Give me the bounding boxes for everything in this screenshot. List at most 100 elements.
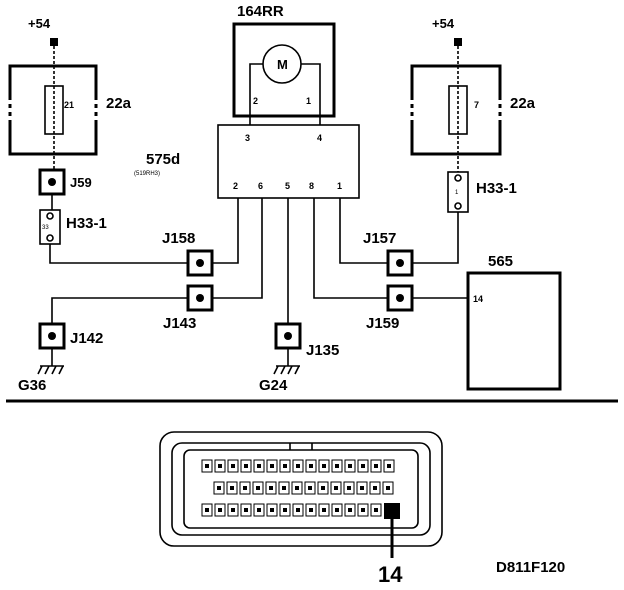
fuse-box-right-label: 22a [510, 95, 536, 112]
module-top-pin-1: 3 [245, 133, 250, 143]
dlc-pin-mark [256, 486, 260, 490]
dlc-pin-mark [270, 464, 274, 468]
module-bottom-pin-5: 1 [337, 181, 342, 191]
joint-j135-label: J135 [306, 342, 339, 359]
connector-left-label: H33-1 [66, 215, 107, 232]
module-bottom-pin-2: 6 [258, 181, 263, 191]
joint-j157: J157 [363, 230, 414, 277]
dlc-pin-mark [334, 486, 338, 490]
dlc-pin-mark [322, 464, 326, 468]
fuse-right [448, 85, 468, 135]
dlc-pin-mark [308, 486, 312, 490]
dlc-pin-mark [244, 508, 248, 512]
module-top-pin-2: 4 [317, 133, 322, 143]
joint-j159: J159 [366, 284, 414, 332]
dlc-pin-callout: 14 [378, 562, 403, 587]
module-bottom-pin-3: 5 [285, 181, 290, 191]
dlc-pin-14 [384, 503, 400, 519]
dlc-pin-grid [201, 459, 395, 517]
dlc-pin-mark [205, 508, 209, 512]
dlc-pin-mark [282, 486, 286, 490]
joint-j157-label: J157 [363, 230, 396, 247]
connector-right-pin: 1 [455, 190, 459, 196]
dlc-pin-mark [243, 486, 247, 490]
joint-j59: J59 [38, 168, 92, 196]
dlc-pin-mark [387, 464, 391, 468]
joint-j143-label: J143 [163, 315, 196, 332]
dlc-pin-mark [295, 486, 299, 490]
module-label: 575d [146, 151, 180, 168]
joint-j59-label: J59 [70, 175, 92, 190]
ground-g24-symbol [273, 365, 300, 375]
dlc-pin-mark [374, 464, 378, 468]
joint-j135: J135 [274, 322, 339, 359]
diagnostic-connector [159, 431, 443, 558]
connector-right: 1 H33-1 [447, 171, 517, 213]
supply-left-label: +54 [28, 16, 51, 31]
supply-right-terminal [454, 38, 462, 46]
right-supply-branch: +54 7 22a 1 H33-1 [410, 16, 536, 213]
joint-j142-label: J142 [70, 330, 103, 347]
dlc-pin-mark [257, 464, 261, 468]
dlc-pin-mark [348, 508, 352, 512]
dlc-pin-mark [309, 508, 313, 512]
joint-j142: J142 [38, 322, 103, 350]
connector-right-label: H33-1 [476, 180, 517, 197]
ground-g24-label: G24 [259, 377, 288, 394]
dlc-pin-mark [269, 486, 273, 490]
dlc-pin-mark [231, 464, 235, 468]
dlc-pin-mark [348, 464, 352, 468]
fuse-left [44, 85, 64, 135]
motor-pin-left: 2 [253, 96, 258, 106]
supply-right-label: +54 [432, 16, 455, 31]
connector-left-pin: 33 [42, 225, 49, 231]
fuse-left-number: 21 [64, 100, 74, 110]
unit-565-label: 565 [488, 253, 513, 270]
motor-164rr: 164RR M 2 1 [232, 3, 336, 125]
dlc-pin-mark [218, 464, 222, 468]
dlc-pin-mark [296, 508, 300, 512]
motor-symbol: M [277, 57, 288, 72]
dlc-pin-mark [283, 508, 287, 512]
module-bottom-pin-1: 2 [233, 181, 238, 191]
dlc-pin-mark [321, 486, 325, 490]
joint-j158: J158 [162, 230, 214, 277]
fuse-box-left: 21 22a [8, 64, 132, 156]
fuse-right-number: 7 [474, 100, 479, 110]
module-575d: 3 4 2 6 5 8 1 575d (519RH3) [134, 124, 360, 199]
fuse-box-right: 7 22a [410, 64, 536, 156]
dlc-pin-mark [244, 464, 248, 468]
supply-left-terminal [50, 38, 58, 46]
joint-j158-label: J158 [162, 230, 195, 247]
dlc-pin-mark [322, 508, 326, 512]
dlc-pin-mark [360, 486, 364, 490]
left-supply-branch: +54 21 22a J59 33 H33-1 [8, 16, 188, 264]
dlc-pin-mark [205, 464, 209, 468]
ground-g36-symbol [37, 365, 64, 375]
dlc-pin-mark [335, 508, 339, 512]
dlc-pin-mark [335, 464, 339, 468]
diagram-id: D811F120 [496, 559, 565, 576]
dlc-pin-mark [230, 486, 234, 490]
dlc-pin-mark [373, 486, 377, 490]
connector-left: 33 H33-1 [39, 209, 107, 245]
fuse-box-left-label: 22a [106, 95, 132, 112]
module-sublabel: (519RH3) [134, 171, 160, 177]
dlc-pin-mark [283, 464, 287, 468]
dlc-pin-mark [257, 508, 261, 512]
dlc-pin-mark [231, 508, 235, 512]
unit-565: 565 14 [466, 253, 562, 391]
dlc-pin-mark [374, 508, 378, 512]
joint-j159-label: J159 [366, 315, 399, 332]
dlc-pin-mark [217, 486, 221, 490]
dlc-pin-mark [270, 508, 274, 512]
dlc-pin-mark [361, 508, 365, 512]
dlc-pin-mark [361, 464, 365, 468]
module-bottom-pin-4: 8 [309, 181, 314, 191]
joint-j143: J143 [163, 284, 214, 332]
dlc-pin-mark [386, 486, 390, 490]
dlc-pin-mark [347, 486, 351, 490]
motor-pin-right: 1 [306, 96, 311, 106]
motor-label: 164RR [237, 3, 284, 20]
